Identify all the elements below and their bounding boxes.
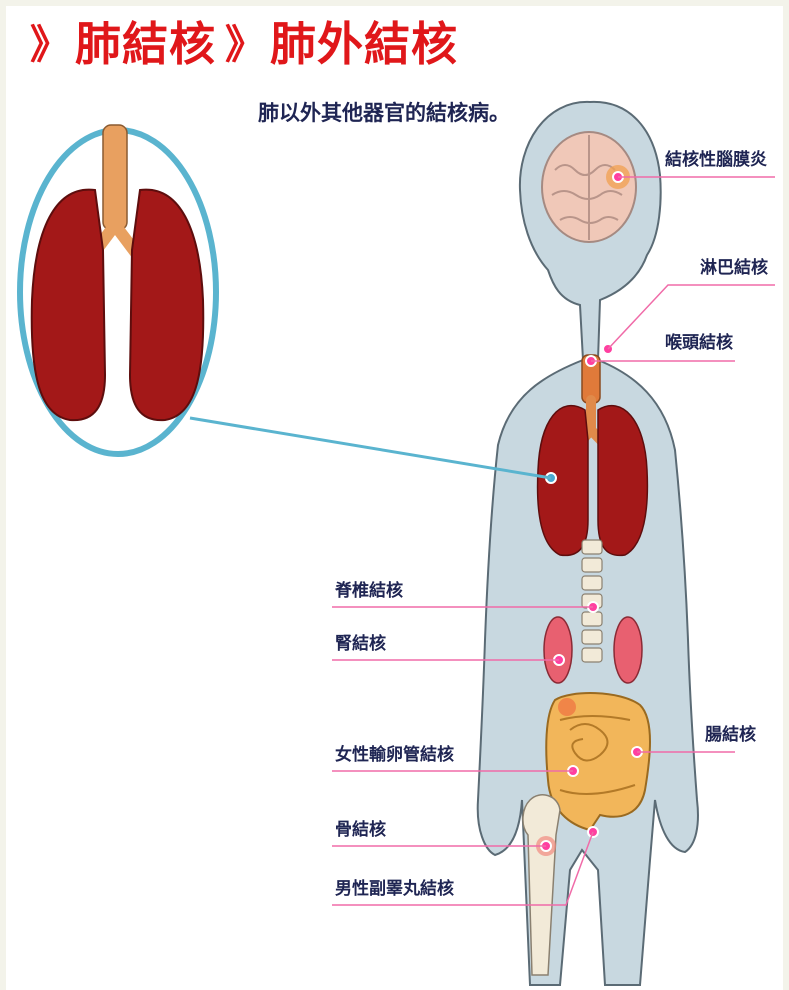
title-extrapulmonary-tb: 》 肺外結核	[225, 6, 458, 76]
kidney-right	[614, 617, 642, 683]
label-spine: 脊椎結核	[335, 576, 403, 601]
label-bone: 骨結核	[335, 815, 386, 840]
detail-trachea	[103, 125, 127, 230]
label-larynx: 喉頭結核	[665, 328, 733, 353]
subtitle-definition: 肺以外其他器官的結核病。	[258, 97, 510, 127]
chevron-icon: 》	[225, 12, 266, 70]
detail-lung-right	[130, 190, 203, 421]
title-extrapulmonary-tb-text: 肺外結核	[270, 8, 458, 74]
spine-shape	[582, 540, 602, 662]
label-meningitis: 結核性腦膜炎	[665, 145, 767, 170]
label-fallopian: 女性輸卵管結核	[335, 740, 454, 765]
title-pulmonary-tb: 》 肺結核	[30, 6, 216, 76]
kidney-left	[544, 617, 572, 683]
label-lymph: 淋巴結核	[700, 253, 768, 278]
detail-lung-left	[32, 190, 105, 421]
title-pulmonary-tb-text: 肺結核	[75, 8, 216, 74]
label-kidney: 腎結核	[335, 629, 386, 654]
intestine-lesion	[558, 698, 576, 716]
label-epididymis: 男性副睪丸結核	[335, 874, 454, 899]
chevron-icon: 》	[30, 12, 71, 70]
body-lung-left	[538, 406, 588, 556]
label-intestine: 腸結核	[705, 720, 756, 745]
